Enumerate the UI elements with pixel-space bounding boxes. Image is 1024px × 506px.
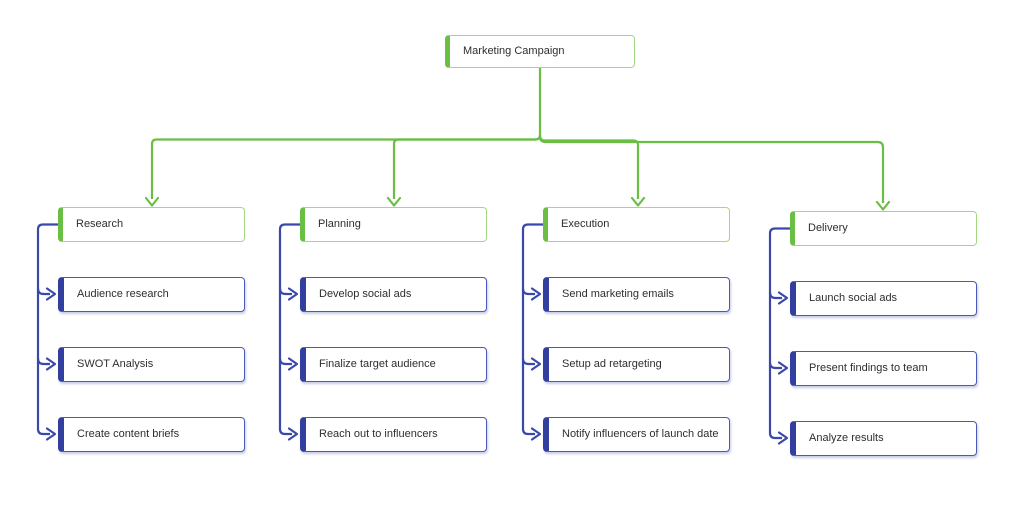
node-task-finalize-target-audience[interactable]: Finalize target audience xyxy=(300,347,487,382)
node-task-label: Setup ad retargeting xyxy=(562,358,662,371)
node-task-label: Reach out to influencers xyxy=(319,428,438,441)
node-branch-execution[interactable]: Execution xyxy=(543,207,730,242)
arrowhead-planning xyxy=(386,196,402,207)
arrowhead-delivery xyxy=(875,200,891,211)
arrowhead-execution-task-1 xyxy=(530,287,542,301)
arrowhead-research-task-3 xyxy=(45,427,57,441)
spine-planning-branch-2 xyxy=(278,358,292,366)
arrowhead-execution xyxy=(630,196,646,207)
spine-delivery xyxy=(768,227,790,440)
node-branch-planning[interactable]: Planning xyxy=(300,207,487,242)
arrowhead-planning-task-3 xyxy=(287,427,299,441)
spine-delivery-branch-1 xyxy=(768,292,782,300)
node-task-label: Analyze results xyxy=(809,432,884,445)
arrowhead-delivery-task-3 xyxy=(777,431,789,445)
spine-delivery-branch-2 xyxy=(768,362,782,370)
node-task-reach-out-to-influencers[interactable]: Reach out to influencers xyxy=(300,417,487,452)
node-branch-research[interactable]: Research xyxy=(58,207,245,242)
node-task-develop-social-ads[interactable]: Develop social ads xyxy=(300,277,487,312)
connector-root-to-planning xyxy=(392,134,542,199)
node-task-swot-analysis[interactable]: SWOT Analysis xyxy=(58,347,245,382)
spine-planning-branch-1 xyxy=(278,288,292,296)
arrowhead-planning-task-1 xyxy=(287,287,299,301)
node-branch-delivery-label: Delivery xyxy=(808,222,848,235)
arrowhead-research-task-1 xyxy=(45,287,57,301)
node-task-notify-influencers[interactable]: Notify influencers of launch date xyxy=(543,417,730,452)
node-task-create-content-briefs[interactable]: Create content briefs xyxy=(58,417,245,452)
spine-research-branch-1 xyxy=(36,288,50,296)
node-task-label: Develop social ads xyxy=(319,288,412,301)
node-task-label: Present findings to team xyxy=(809,362,928,375)
node-task-analyze-results[interactable]: Analyze results xyxy=(790,421,977,456)
arrowhead-delivery-task-2 xyxy=(777,361,789,375)
node-task-label: Send marketing emails xyxy=(562,288,674,301)
node-task-label: Launch social ads xyxy=(809,292,898,305)
node-root-label: Marketing Campaign xyxy=(463,45,565,58)
spine-execution-branch-2 xyxy=(521,358,535,366)
spine-execution xyxy=(521,223,543,436)
node-branch-execution-label: Execution xyxy=(561,218,610,231)
node-task-setup-ad-retargeting[interactable]: Setup ad retargeting xyxy=(543,347,730,382)
spine-planning xyxy=(278,223,300,436)
spine-research xyxy=(36,223,58,436)
arrowhead-research-task-2 xyxy=(45,357,57,371)
arrowhead-research xyxy=(144,196,160,207)
node-root[interactable]: Marketing Campaign xyxy=(445,35,635,68)
arrowhead-execution-task-3 xyxy=(530,427,542,441)
arrowhead-planning-task-2 xyxy=(287,357,299,371)
node-task-label: SWOT Analysis xyxy=(77,358,154,371)
node-task-send-marketing-emails[interactable]: Send marketing emails xyxy=(543,277,730,312)
node-task-label: Finalize target audience xyxy=(319,358,436,371)
connector-root-to-execution xyxy=(538,134,640,199)
node-task-label: Create content briefs xyxy=(77,428,180,441)
node-branch-planning-label: Planning xyxy=(318,218,361,231)
node-task-label: Notify influencers of launch date xyxy=(562,428,719,441)
node-branch-delivery[interactable]: Delivery xyxy=(790,211,977,246)
node-task-launch-social-ads[interactable]: Launch social ads xyxy=(790,281,977,316)
connector-root-to-delivery xyxy=(538,136,885,203)
spine-execution-branch-1 xyxy=(521,288,535,296)
connector-root-to-research xyxy=(150,134,542,199)
arrowhead-execution-task-2 xyxy=(530,357,542,371)
node-task-label: Audience research xyxy=(77,288,169,301)
node-task-present-findings[interactable]: Present findings to team xyxy=(790,351,977,386)
node-branch-research-label: Research xyxy=(76,218,124,231)
arrowhead-delivery-task-1 xyxy=(777,291,789,305)
node-task-audience-research[interactable]: Audience research xyxy=(58,277,245,312)
spine-research-branch-2 xyxy=(36,358,50,366)
